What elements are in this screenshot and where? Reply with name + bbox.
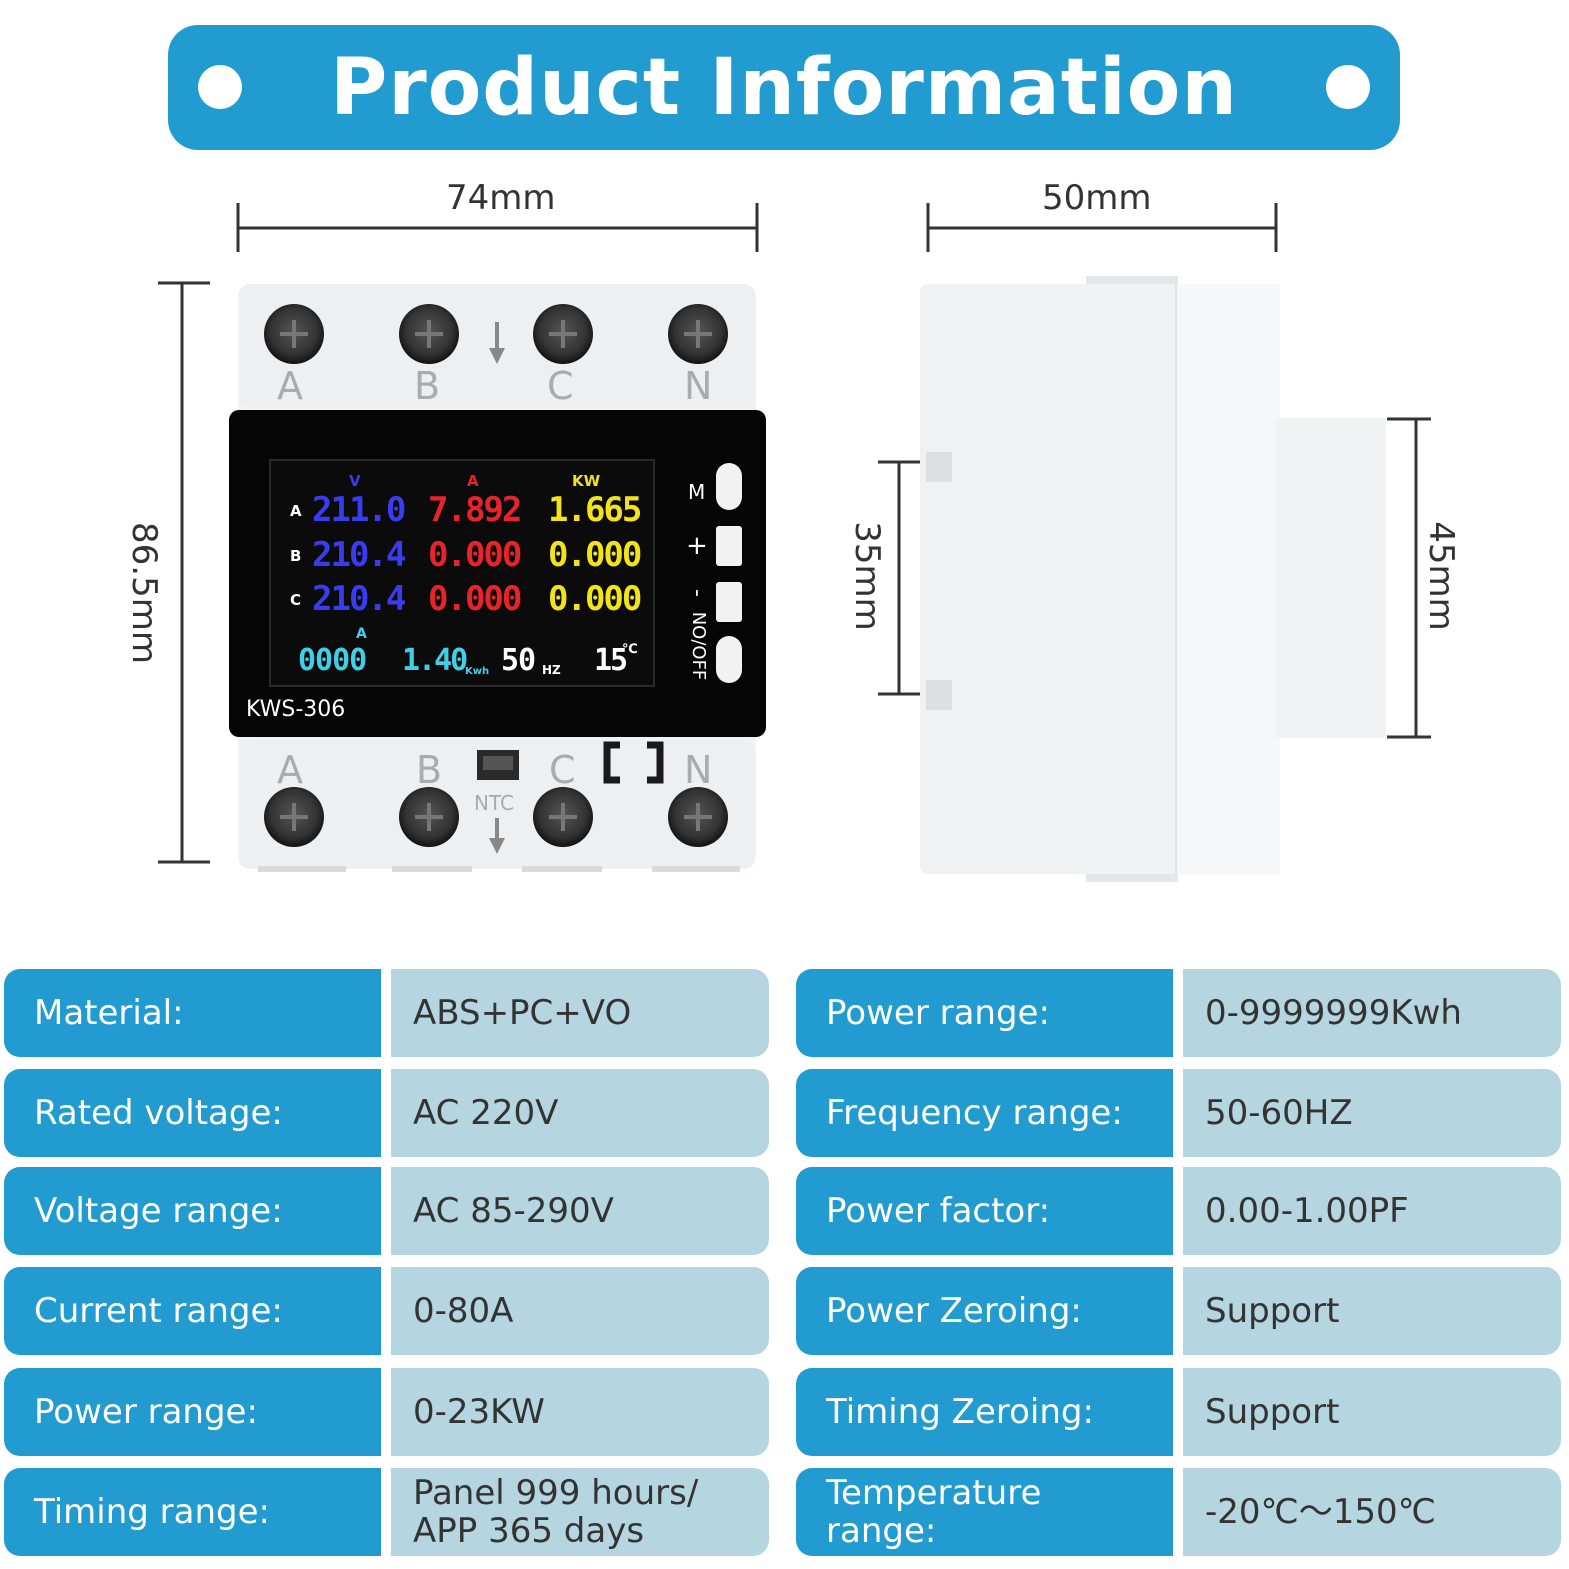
- lcd-bottom-energy: 1.40: [402, 643, 468, 678]
- spec-key-energy-range: Power range:: [796, 969, 1173, 1057]
- spec-value-current-range: 0-80A: [391, 1267, 769, 1355]
- product-illustration: [158, 203, 1431, 882]
- lcd-phase-a: A: [290, 502, 302, 520]
- spec-key-rated-voltage: Rated voltage:: [4, 1069, 381, 1157]
- banner-dot-right: [1326, 65, 1370, 109]
- lcd-unit-kw: KW: [572, 472, 601, 490]
- button-label-onoff: NO/OFF: [685, 596, 709, 696]
- spec-key-temperature-line2: range:: [826, 1511, 937, 1551]
- dim-side-width: 50mm: [1042, 178, 1152, 218]
- spec-value-timing-range: Panel 999 hours/ APP 365 days: [391, 1468, 769, 1556]
- arrow-down-icon: [489, 818, 505, 854]
- spec-value-frequency-range: 50-60HZ: [1183, 1069, 1561, 1157]
- lcd-unit-kwh: Kwh: [465, 666, 490, 677]
- spec-key-frequency-range: Frequency range:: [796, 1069, 1173, 1157]
- spec-key-power-range: Power range:: [4, 1368, 381, 1456]
- terminal-label-bottom-c: C: [549, 748, 576, 792]
- arrow-down-icon: [489, 322, 505, 364]
- lcd-row-c: C 210.4 0.000 0.000: [288, 579, 648, 623]
- device-front: [229, 284, 766, 872]
- spec-value-timing-line2: APP 365 days: [413, 1511, 645, 1551]
- bracket-icon: [603, 741, 664, 784]
- lcd-power-c: 0.000: [548, 579, 642, 619]
- banner-dot-left: [198, 65, 242, 109]
- spec-key-power-factor: Power factor:: [796, 1167, 1173, 1255]
- spec-key-power-zeroing: Power Zeroing:: [796, 1267, 1173, 1355]
- dim-front-width: 74mm: [446, 178, 556, 218]
- lcd-bottom-current: 0000: [298, 643, 367, 678]
- lcd-phase-b: B: [290, 547, 302, 565]
- spec-value-voltage-range: AC 85-290V: [391, 1167, 769, 1255]
- top-screws: [264, 304, 728, 364]
- panel-buttons: [716, 463, 742, 683]
- button-label-plus: +: [686, 531, 708, 561]
- spec-value-temperature-range: -20℃～150℃: [1183, 1468, 1561, 1556]
- lcd-current-a: 7.892: [428, 490, 522, 530]
- lcd-voltage-c: 210.4: [312, 579, 406, 619]
- lcd-row-b: B 210.4 0.000 0.000: [288, 535, 648, 579]
- spec-key-voltage-range: Voltage range:: [4, 1167, 381, 1255]
- spec-value-power-range: 0-23KW: [391, 1368, 769, 1456]
- button-label-onoff-text: NO/OFF: [688, 611, 709, 681]
- terminal-label-bottom-n: N: [684, 748, 713, 792]
- spec-key-timing-range: Timing range:: [4, 1468, 381, 1556]
- product-info-banner: Product Information: [168, 25, 1400, 150]
- spec-value-material: ABS+PC+VO: [391, 969, 769, 1057]
- lcd-power-a: 1.665: [548, 490, 642, 530]
- spec-key-timing-zeroing: Timing Zeroing:: [796, 1368, 1173, 1456]
- spec-value-power-factor: 0.00-1.00PF: [1183, 1167, 1561, 1255]
- terminal-label-bottom-a: A: [277, 748, 303, 792]
- lcd-current-b: 0.000: [428, 535, 522, 575]
- spec-key-temperature-line1: Temperature: [826, 1473, 1042, 1513]
- spec-key-current-range: Current range:: [4, 1267, 381, 1355]
- terminal-label-top-c: C: [547, 364, 574, 408]
- lcd-current-c: 0.000: [428, 579, 522, 619]
- lcd-unit-v: V: [349, 472, 361, 490]
- terminal-label-bottom-b: B: [416, 748, 443, 792]
- lcd-row-a: A 211.0 7.892 1.665: [288, 490, 648, 534]
- dimension-lines: [158, 203, 1431, 864]
- device-side: [920, 276, 1386, 882]
- banner-title: Product Information: [330, 42, 1238, 133]
- button-label-m: M: [688, 480, 706, 504]
- lcd-voltage-a: 211.0: [312, 490, 406, 530]
- terminal-label-top-b: B: [414, 364, 441, 408]
- lcd-bottom-temp: 15: [594, 643, 628, 678]
- lcd-unit-a: A: [467, 472, 479, 490]
- spec-key-material: Material:: [4, 969, 381, 1057]
- spec-value-timing-zeroing: Support: [1183, 1368, 1561, 1456]
- lcd-unit-a2: A: [356, 626, 367, 642]
- spec-key-temperature-range: Temperature range:: [796, 1468, 1173, 1556]
- spec-value-rated-voltage: AC 220V: [391, 1069, 769, 1157]
- lcd-phase-c: C: [290, 591, 302, 609]
- lcd-unit-deg: ℃: [622, 642, 638, 657]
- model-name: KWS-306: [246, 697, 346, 722]
- spec-value-timing-line1: Panel 999 hours/: [413, 1473, 699, 1513]
- ntc-label: NTC: [474, 791, 514, 815]
- lcd-voltage-b: 210.4: [312, 535, 406, 575]
- lcd-bottom-freq: 50: [501, 643, 536, 678]
- bottom-screws: [264, 787, 728, 847]
- lcd-power-b: 0.000: [548, 535, 642, 575]
- spec-value-power-zeroing: Support: [1183, 1267, 1561, 1355]
- lcd-unit-hz: HZ: [542, 663, 561, 677]
- spec-value-energy-range: 0-9999999Kwh: [1183, 969, 1561, 1057]
- terminal-label-top-a: A: [277, 364, 303, 408]
- terminal-label-top-n: N: [684, 364, 713, 408]
